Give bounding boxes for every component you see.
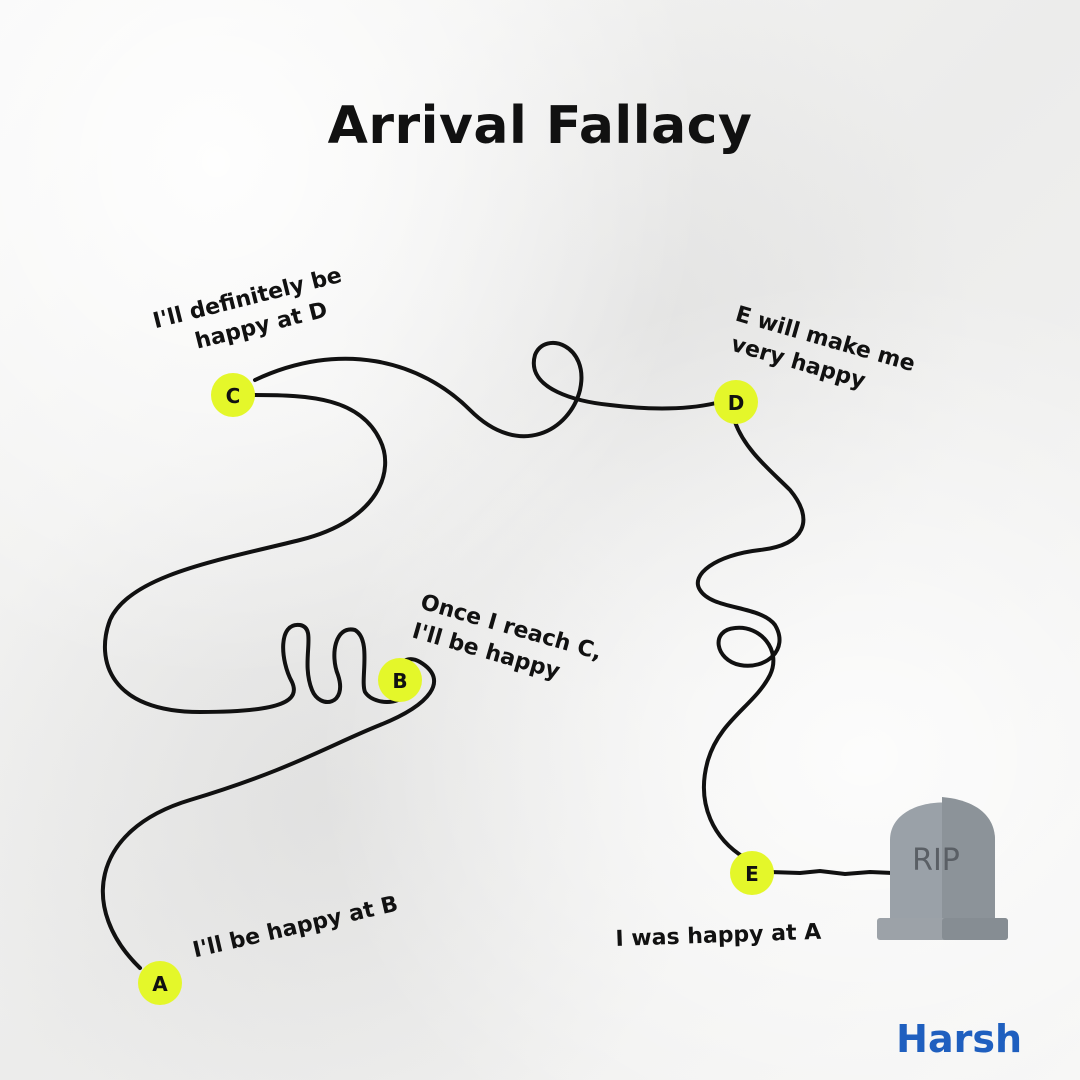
path-e-to-rip — [768, 868, 894, 877]
path-d-to-e — [696, 420, 806, 860]
node-a-label: A — [152, 972, 168, 996]
node-d: D — [714, 380, 758, 424]
node-e: E — [730, 851, 774, 895]
path-a-to-b — [100, 657, 436, 970]
path-c-to-d — [253, 341, 722, 439]
node-b-label: B — [392, 669, 407, 693]
node-b: B — [378, 658, 422, 702]
tombstone-icon: RIP — [877, 797, 1008, 940]
node-e-label: E — [745, 862, 759, 886]
diagram-title: Arrival Fallacy — [327, 96, 753, 156]
node-c-label: C — [226, 384, 241, 408]
node-d-label: D — [728, 391, 745, 415]
node-a: A — [138, 961, 182, 1005]
tombstone-text: RIP — [912, 843, 960, 878]
path-b-to-c — [102, 393, 400, 715]
node-c: C — [211, 373, 255, 417]
author-signature: Harsh — [896, 1017, 1022, 1061]
